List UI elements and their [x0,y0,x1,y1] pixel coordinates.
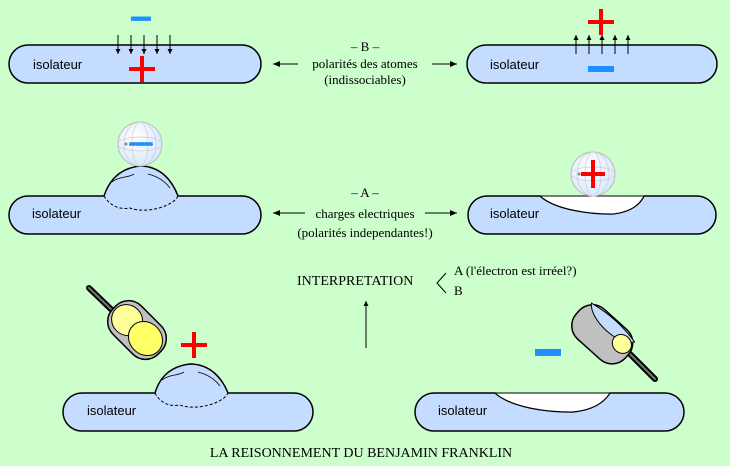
plus-sign-bottom-left [181,332,207,358]
b-section: – B – polarités des atomes (indissociabl… [273,39,457,87]
minus-sign-top-left: − [129,0,152,41]
insulator-bottom-left: isolateur [62,363,314,432]
b-line2: (indissociables) [324,72,406,87]
insulator-label: isolateur [438,403,488,418]
insulator-label: isolateur [87,403,137,418]
minus-sign-bottom-right [535,349,561,356]
plus-sign-top-left [129,56,155,82]
insulator-label: isolateur [33,57,83,72]
insulator-label: isolateur [490,206,540,221]
insulator-top-left: isolateur [8,44,262,84]
scoop-tool-left [86,285,168,361]
a-line1: charges electriques [315,206,414,221]
interpretation-option-a: A (l'électron est irréel?) [454,263,577,278]
insulator-label: isolateur [490,57,540,72]
plus-sphere-v [591,160,595,188]
insulator-top-right: isolateur [466,44,718,84]
a-section: – A – charges electriques (polarités ind… [273,185,457,240]
interpretation-title: INTERPRETATION [297,274,413,289]
insulator-label: isolateur [32,206,82,221]
insulator-mid-left: isolateur [8,165,262,235]
minus-sign-top-right [588,66,614,72]
minus-sign-sphere [128,141,154,147]
b-letter: – B – [350,39,380,54]
interpretation-option-b: B [454,283,463,298]
scoop-tool-right [571,302,658,382]
insulator-bottom-right: isolateur [414,392,685,432]
atom-sphere-positive [570,151,616,197]
interpretation-block: INTERPRETATION A (l'électron est irréel?… [297,263,577,348]
plus-sign-top-right [588,9,614,35]
a-line2: (polarités independantes!) [297,225,432,240]
insulator-mid-right: isolateur [467,195,717,235]
b-line1: polarités des atomes [312,56,417,71]
field-arrows-up [573,35,631,54]
diagram-caption: LA REISONNEMENT DU BENJAMIN FRANKLIN [210,446,512,461]
branch-bracket [436,272,447,294]
atom-sphere-negative [117,121,163,167]
field-arrows-down [115,35,173,54]
a-letter: – A – [350,185,379,200]
